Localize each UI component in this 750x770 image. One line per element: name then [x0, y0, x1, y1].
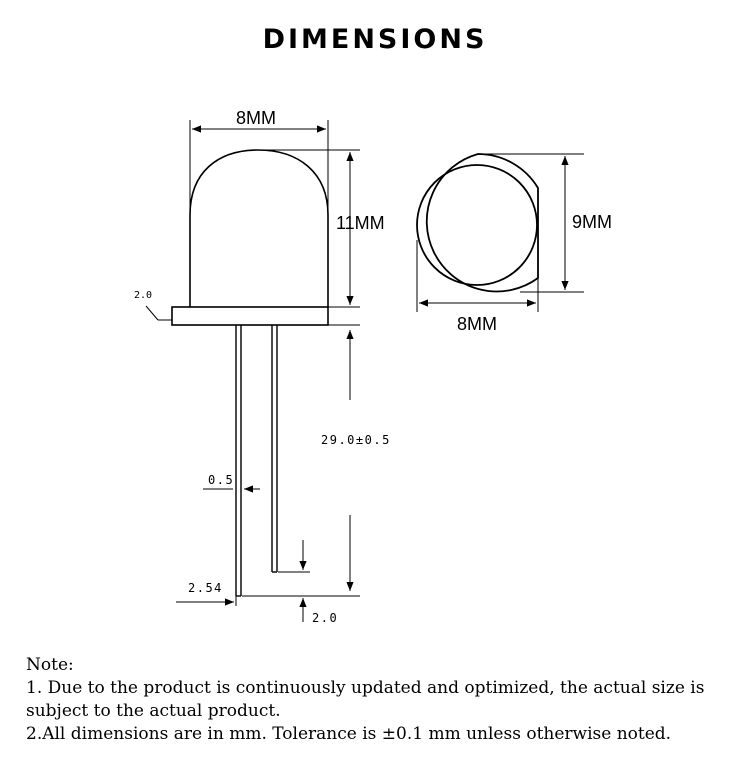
lens-outline	[416, 164, 538, 286]
dim-lens-diameter	[416, 240, 539, 312]
led-leads	[235, 325, 278, 597]
lead-length-label: 29.0±0.5	[321, 433, 391, 447]
lead-spacing-label: 2.54	[188, 581, 223, 595]
note-line-1: 1. Due to the product is continuously up…	[26, 678, 705, 721]
dim-body-width	[189, 120, 329, 215]
led-dimension-drawing: 8MM 11MM 2.0 29.0±0.5 0.5 2.54 2.0	[134, 108, 612, 625]
led-flange	[171, 306, 329, 326]
side-view	[171, 149, 329, 597]
lead-step-label: 2.0	[312, 611, 338, 625]
notes-heading: Note:	[26, 655, 74, 675]
dim-lead-length	[277, 324, 360, 597]
dim-flange-callout	[145, 305, 172, 321]
dim-body-height	[260, 149, 360, 308]
dim-flange-diameter	[480, 153, 584, 293]
dim-lead-spacing	[176, 580, 237, 606]
page-title: DIMENSIONS	[262, 24, 488, 55]
top-view	[416, 153, 539, 293]
lead-width-label: 0.5	[208, 473, 234, 487]
flange-diameter-label: 9MM	[572, 212, 612, 232]
note-line-2: 2.All dimensions are in mm. Tolerance is…	[26, 724, 672, 744]
lens-diameter-label: 8MM	[457, 314, 497, 334]
flange-label: 2.0	[134, 290, 152, 301]
body-height-label: 11MM	[336, 213, 385, 233]
dim-lead-step	[242, 540, 310, 622]
led-dome-outline	[189, 149, 329, 307]
body-width-label: 8MM	[236, 108, 276, 128]
notes-section: Note: 1. Due to the product is continuou…	[26, 654, 736, 746]
